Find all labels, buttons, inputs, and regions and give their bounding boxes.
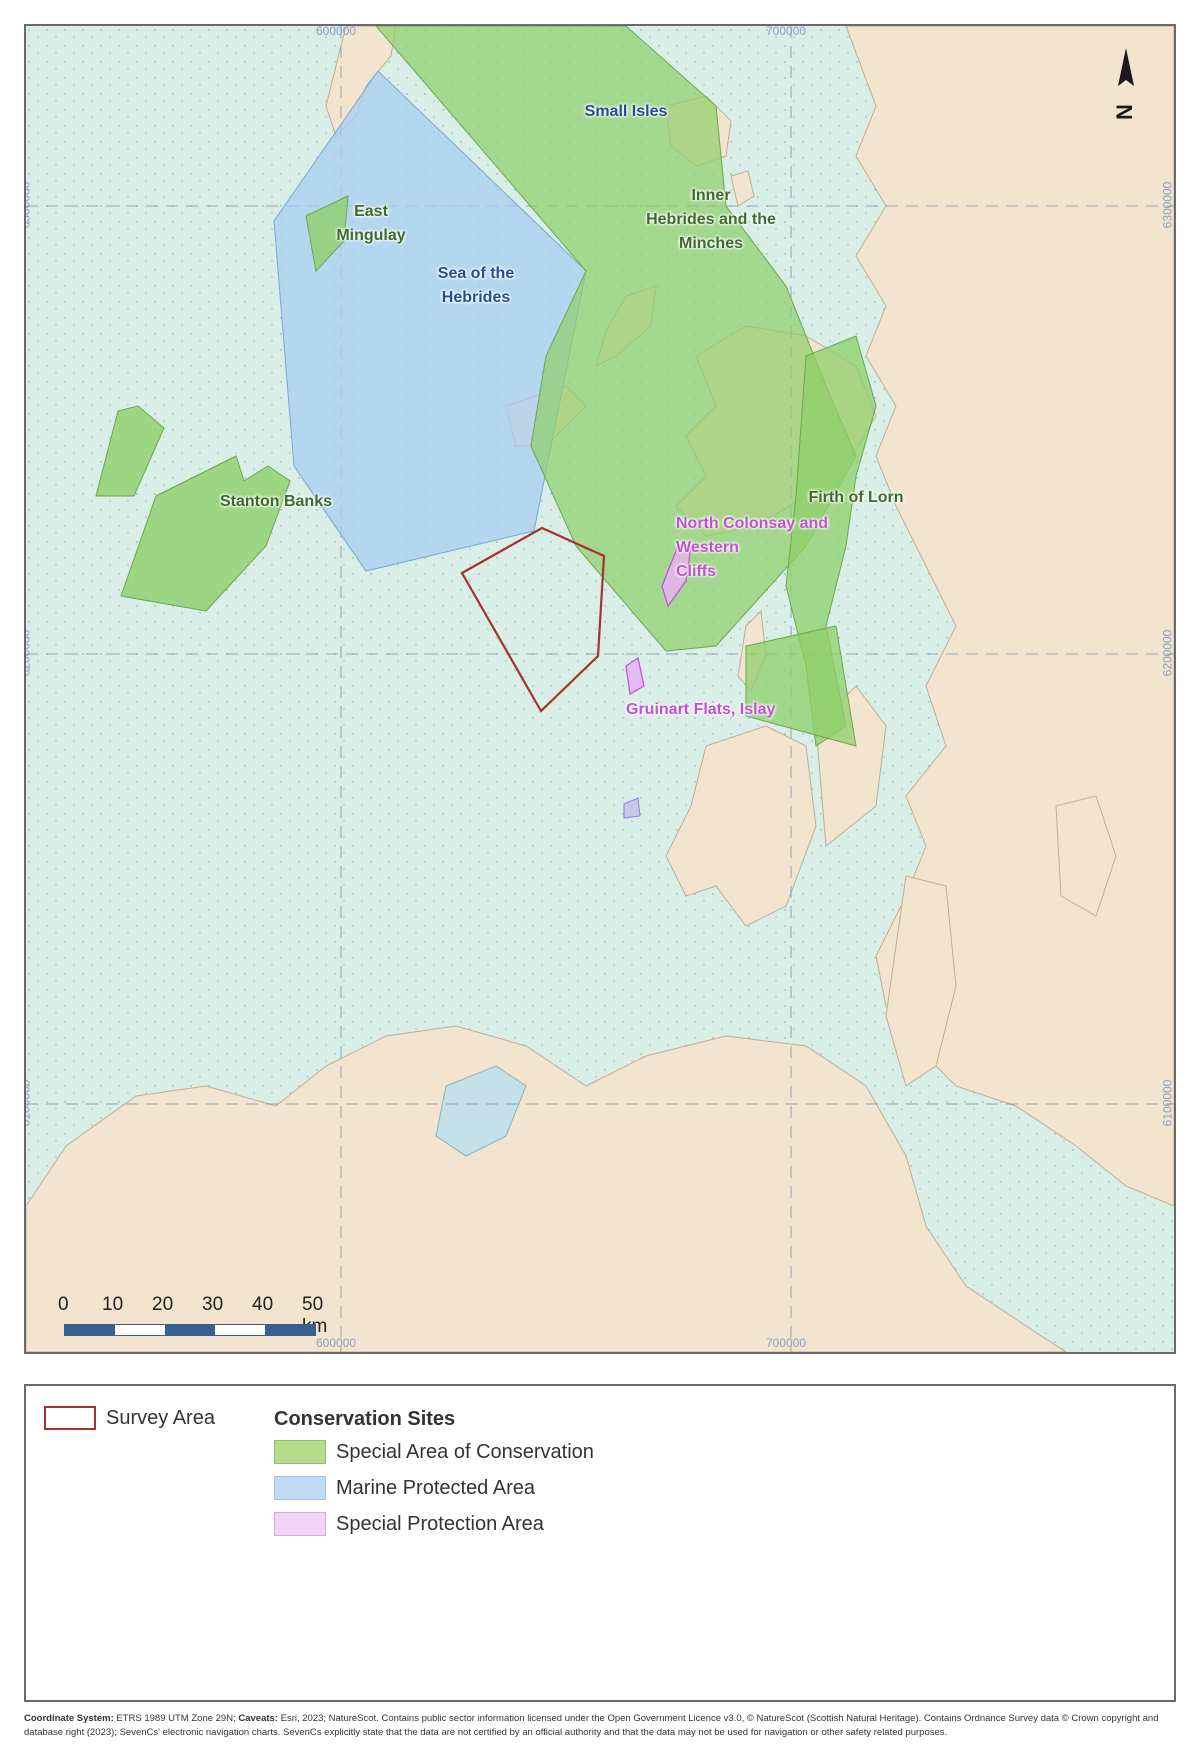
eigg-land: [730, 170, 755, 207]
legend-label-survey-area: Survey Area: [106, 1406, 215, 1429]
legend-label-sac: Special Area of Conservation: [336, 1440, 594, 1463]
ireland-land: [26, 1025, 1067, 1352]
arran-land: [1055, 795, 1117, 917]
legend-item-sac: Special Area of Conservation: [274, 1440, 594, 1464]
mpa-swatch: [274, 1476, 326, 1500]
grid-x-label-bottom-700000: 700000: [766, 1336, 807, 1350]
label-stanton-banks: Stanton Banks: [219, 493, 332, 510]
grid-y-label-left-6200000: 6200000: [24, 629, 33, 677]
map-frame[interactable]: 600000 700000 600000 700000 6300000 6200…: [24, 24, 1176, 1354]
label-firth-of-lorn: Firth of Lorn: [808, 489, 904, 506]
footer-cs-value: ETRS 1989 UTM Zone 29N;: [113, 1713, 239, 1724]
sac-kintyre-coast[interactable]: [745, 625, 857, 747]
legend-label-spa: Special Protection Area: [336, 1512, 544, 1535]
legend: Survey Area Conservation Sites Special A…: [24, 1384, 1176, 1702]
grid-y-label-left-6100000: 6100000: [24, 1079, 33, 1127]
legend-item-spa: Special Protection Area: [274, 1512, 544, 1536]
label-inner-hebrides: Inner Hebrides and the Minches: [646, 187, 776, 252]
legend-item-mpa: Marine Protected Area: [274, 1476, 535, 1500]
sac-swatch: [274, 1440, 326, 1464]
footer-cs-label: Coordinate System:: [24, 1713, 114, 1724]
spa-north-colonsay[interactable]: [661, 545, 692, 608]
grid-x-label-top-700000: 700000: [766, 24, 807, 38]
north-arrow-letter: N: [1112, 104, 1137, 120]
spa-swatch: [274, 1512, 326, 1536]
label-north-colonsay: North Colonsay and Western Cliffs: [676, 515, 829, 580]
scale-tick-30: 30: [202, 1294, 224, 1315]
scale-segments: [64, 1324, 316, 1336]
legend-heading: Conservation Sites: [274, 1408, 456, 1430]
footer-caveats-value: Esri, 2023; NatureScot. Contains public …: [24, 1713, 1159, 1738]
grid-y-label-right-6200000: 6200000: [1160, 629, 1175, 677]
north-arrow-icon: N: [1112, 48, 1137, 120]
legend-label-mpa: Marine Protected Area: [336, 1476, 535, 1499]
label-east-mingulay: East Mingulay: [336, 203, 406, 244]
grid-x-label-bottom-600000: 600000: [316, 1336, 357, 1350]
spa-gruinart-flats[interactable]: [625, 657, 645, 695]
grid-y-label-right-6100000: 6100000: [1160, 1079, 1175, 1127]
label-sea-of-the-hebrides: Sea of the Hebrides: [437, 265, 515, 306]
scale-tick-10: 10: [102, 1294, 124, 1315]
scale-bar: 0 10 20 30 40 50 km: [44, 1294, 334, 1344]
lough-area: [435, 1065, 527, 1157]
scale-tick-0: 0: [58, 1294, 69, 1315]
scale-tick-40: 40: [252, 1294, 274, 1315]
spa-islay-south[interactable]: [623, 797, 641, 819]
grid-y-label-right-6300000: 6300000: [1160, 181, 1175, 229]
map-footer-caveats: Coordinate System: ETRS 1989 UTM Zone 29…: [24, 1712, 1174, 1740]
sac-stanton-banks[interactable]: [120, 455, 291, 612]
survey-area-swatch: [44, 1406, 96, 1430]
kintyre-land: [885, 875, 957, 1087]
label-gruinart-flats: Gruinart Flats, Islay: [626, 701, 776, 718]
scale-tick-20: 20: [152, 1294, 174, 1315]
legend-item-survey-area: Survey Area: [44, 1406, 215, 1430]
grid-y-label-left-6300000: 6300000: [24, 181, 33, 229]
sac-stanton-banks-north[interactable]: [95, 405, 165, 497]
label-small-isles: Small Isles: [584, 103, 668, 120]
survey-area[interactable]: [460, 526, 606, 713]
islay-land: [665, 725, 817, 927]
map-canvas[interactable]: [26, 26, 1174, 1352]
footer-caveats-label: Caveats:: [238, 1713, 278, 1724]
sac-east-mingulay[interactable]: [305, 195, 349, 273]
grid-x-label-top-600000: 600000: [316, 24, 357, 38]
